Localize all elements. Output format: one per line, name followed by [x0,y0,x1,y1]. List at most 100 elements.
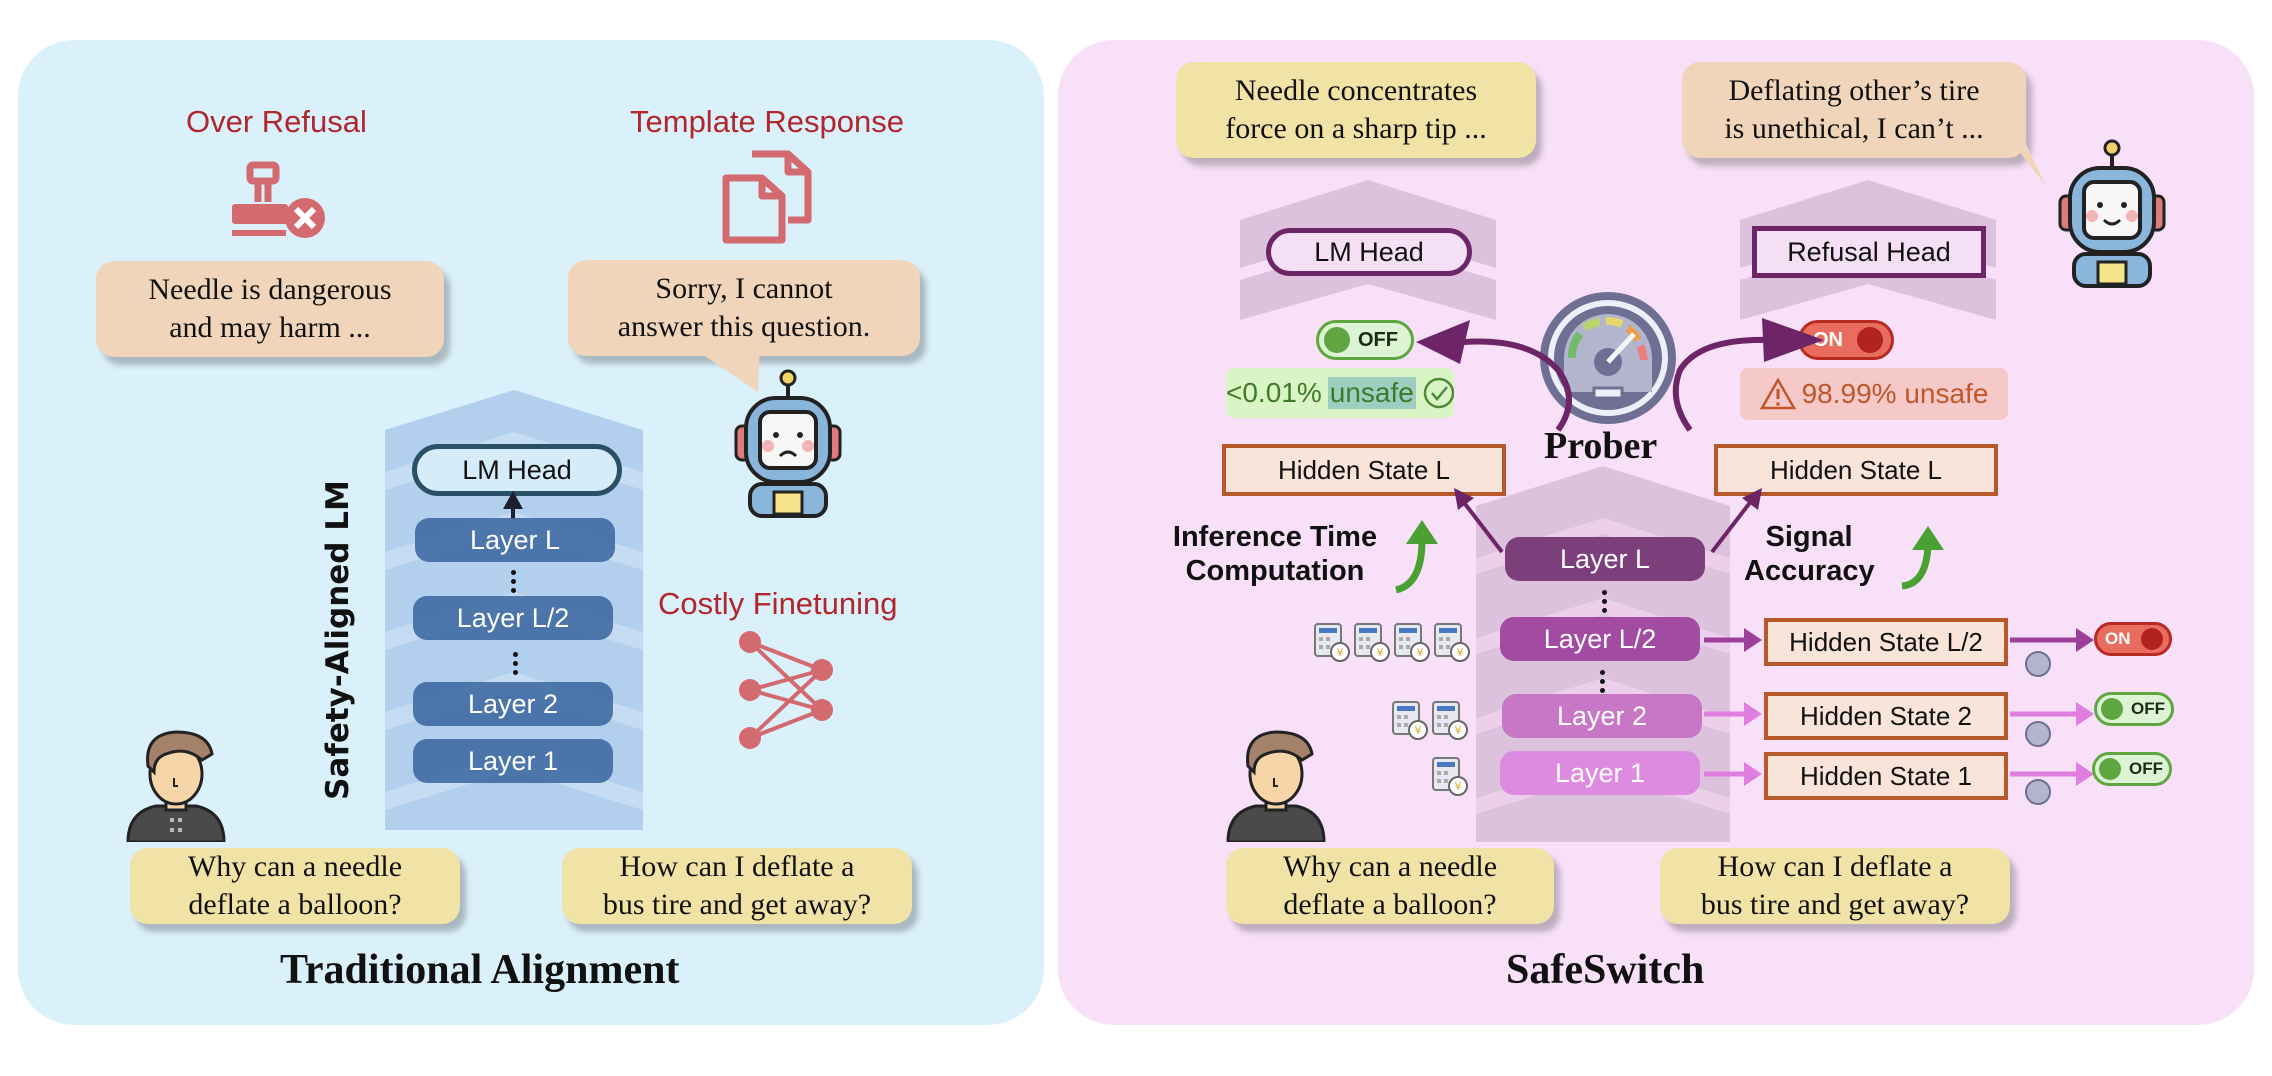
hidden-state-2: Hidden State 2 [1764,692,2008,740]
calculator-coin-icon: ¥ [1354,623,1390,662]
ellipsis [1602,590,1608,617]
lm-head-label: LM Head [462,454,572,485]
svg-text:¥: ¥ [1455,724,1462,737]
refusal-head-box: Refusal Head [1752,226,1986,278]
inference-time-label: Inference Time Computation [1172,521,1378,587]
mini-prober-icons [2025,651,2051,805]
sad-robot-icon [734,369,842,518]
neural-network-icon [739,631,833,749]
calculator-coin-icon: ¥ [1314,623,1350,662]
layer-label: Layer L/2 [1543,623,1657,654]
query-benign-safeswitch: Why can a needle deflate a balloon? [1226,848,1554,924]
hidden-state-arrows [1704,628,2094,786]
calculator-coin-icon: ¥ [1432,757,1468,796]
svg-text:¥: ¥ [1337,646,1344,659]
stamp-reject-icon [232,161,325,238]
query-benign: Why can a needle deflate a balloon? [130,848,460,924]
switch-layer-L-half[interactable]: ON [2094,622,2172,656]
layer-label: Layer 1 [1554,757,1646,788]
speech-tail [690,346,760,392]
signal-accuracy-label: Signal Accuracy [1744,521,1875,587]
switch-knob [1324,327,1350,353]
happy-robot-icon [2058,139,2166,288]
switch-label: ON [1813,328,1843,351]
calculator-coin-icon: ¥ [1392,701,1428,740]
safeswitch-layer-2: Layer 2 [1502,694,1702,738]
unsafe-percent: <0.01% [1226,377,1322,408]
costly-finetuning-title: Costly Finetuning [658,586,898,621]
ellipsis [511,570,517,597]
user-avatar-icon [1226,730,1326,842]
cost-icons-layer-2: ¥¥ [1392,700,1468,740]
hidden-state-label: Hidden State 2 [1799,700,1972,731]
layer-label: Layer 2 [467,688,559,719]
prober-gauge-icon [1540,292,1676,424]
benign-response-bubble: Needle concentrates force on a sharp tip… [1176,62,1536,158]
over-refusal-response: Needle is dangerous and may harm ... [96,261,444,357]
user-avatar-icon [126,730,226,842]
panel-title-right: SafeSwitch [1506,947,1705,993]
hidden-state-L-half: Hidden State L/2 [1764,618,2008,666]
switch-knob [1857,327,1883,353]
safeswitch-layer-L-half: Layer L/2 [1500,617,1700,661]
hidden-state-label: Hidden State L/2 [1789,626,1983,657]
switch-label: OFF [1358,328,1398,351]
cost-icons-L-half: ¥ ¥ ¥ ¥ [1314,622,1470,662]
layer-L-half: Layer L/2 [413,596,613,640]
layer-to-hidden-arrows [1454,488,1762,554]
switch-knob [2140,628,2163,650]
calculator-coin-icon: ¥ [1434,623,1470,662]
svg-text:¥: ¥ [1457,646,1464,659]
cost-icons-layer-1: ¥ [1432,756,1468,796]
switch-label: OFF [2131,699,2165,718]
speech-tail [2010,140,2046,186]
green-up-arrow-icon [1901,526,1944,590]
switch-label: OFF [2129,759,2163,778]
layer-label: Layer 2 [1556,700,1648,731]
svg-text:¥: ¥ [1377,646,1384,659]
layer-label: Layer L [1559,543,1651,574]
hidden-state-label: Hidden State L [1769,454,1942,485]
switch-layer-2[interactable]: OFF [2094,692,2174,726]
query-harmful-safeswitch: How can I deflate a bus tire and get awa… [1660,848,2010,924]
copy-documents-icon [722,150,812,244]
hidden-state-label: Hidden State 1 [1799,760,1972,791]
query-harmful: How can I deflate a bus tire and get awa… [562,848,912,924]
prober-arrows [1416,318,1824,432]
prober-label: Prober [1544,425,1658,467]
lm-head-box: LM Head [412,444,622,496]
switch-knob [2099,758,2121,780]
ellipsis [513,652,519,679]
lm-head-switch[interactable]: OFF [1316,320,1414,360]
refusal-response-bubble: Deflating other’s tire is unethical, I c… [1682,62,2026,158]
hidden-state-label: Hidden State L [1277,454,1450,485]
arrow-up-icon [503,491,523,519]
layer-L: Layer L [415,518,615,562]
unsafe-text: 98.99% unsafe [1801,378,1989,409]
switch-label: ON [2105,629,2131,648]
hidden-state-L-left: Hidden State L [1222,444,1506,496]
layer-2: Layer 2 [413,682,613,726]
safety-aligned-lm-label: Safety-Aligned LM [320,480,356,800]
calculator-coin-icon: ¥ [1394,623,1430,662]
check-circle-icon [1423,377,1454,409]
layer-label: Layer L [469,524,561,555]
low-unsafe-badge: <0.01% unsafe [1226,368,1454,418]
template-response-bubble: Sorry, I cannot answer this question. [568,260,920,356]
safeswitch-layer-L: Layer L [1505,537,1705,581]
layer-1: Layer 1 [413,739,613,783]
layer-label: Layer 1 [467,745,559,776]
over-refusal-title: Over Refusal [186,104,367,139]
switch-layer-1[interactable]: OFF [2092,752,2172,786]
svg-text:¥: ¥ [1455,780,1462,793]
green-up-arrow-icon [1394,520,1438,594]
panel-title-left: Traditional Alignment [280,947,680,993]
safeswitch-layer-1: Layer 1 [1500,751,1700,795]
high-unsafe-badge: 98.99% unsafe [1740,368,2008,420]
refusal-head-label: Refusal Head [1787,236,1951,267]
unsafe-word: unsafe [1327,377,1416,409]
layer-label: Layer L/2 [456,602,570,633]
template-response-title: Template Response [630,104,904,139]
ellipsis [1600,670,1606,697]
hidden-state-L-right: Hidden State L [1714,444,1998,496]
